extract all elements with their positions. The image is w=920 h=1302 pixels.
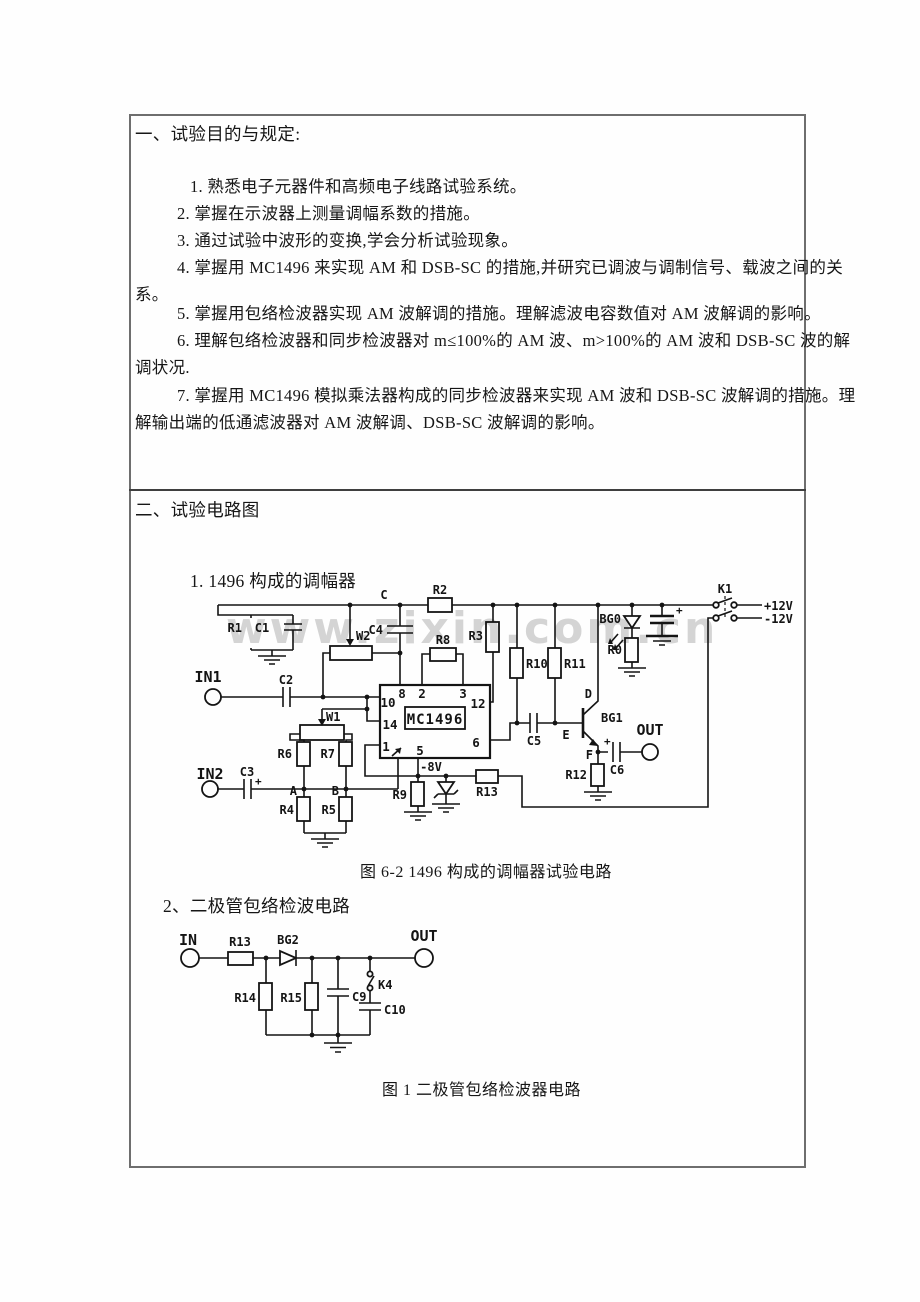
- pin14-label: 14: [382, 717, 397, 732]
- section1-title: 一、试验目的与规定:: [135, 124, 301, 144]
- circuit-diagram-envelope-detector: IN R13 BG2 OUT R14 R15 C9 K4 C10: [179, 927, 438, 1053]
- node-a-label: A: [290, 784, 298, 798]
- node-e-label: E: [562, 728, 569, 742]
- figure2-caption: 图 1 二极管包络检波器电路: [382, 1082, 582, 1099]
- bg2-label: BG2: [277, 933, 299, 947]
- r0-label: R0: [608, 643, 622, 657]
- c5-label: C5: [527, 734, 541, 748]
- out-label: OUT: [636, 721, 663, 739]
- circuit1-labels: C R2 K1 +12V -12V R1 C1 IN1 C2 W2 C4 R8 …: [194, 582, 792, 817]
- w1-label: W1: [326, 710, 340, 724]
- r11-label: R11: [564, 657, 586, 671]
- r10-label: R10: [526, 657, 548, 671]
- c4-label: C4: [369, 623, 383, 637]
- r13-label: R13: [229, 935, 251, 949]
- c9-label: C9: [352, 990, 366, 1004]
- bg1-label: BG1: [601, 711, 623, 725]
- node-f-label: F: [586, 748, 593, 762]
- in1-label: IN1: [194, 668, 221, 686]
- section2-subtitle-1: 1. 1496 构成的调幅器: [190, 571, 357, 591]
- pin6-label: 6: [472, 735, 480, 750]
- in2-label: IN2: [196, 765, 223, 783]
- c2-label: C2: [279, 673, 293, 687]
- out-label: OUT: [410, 927, 437, 945]
- r7-label: R7: [321, 747, 335, 761]
- text-line: 解输出端的低通滤波器对 AM 波解调、DSB-SC 波解调的影响。: [135, 413, 605, 432]
- r1-label: R1: [228, 621, 242, 635]
- c1-label: C1: [255, 621, 269, 635]
- node-d-label: D: [585, 687, 592, 701]
- figure1-caption: 图 6-2 1496 构成的调幅器试验电路: [360, 864, 612, 881]
- r8-label: R8: [436, 633, 450, 647]
- pin2-label: 2: [418, 686, 426, 701]
- c6-plus-label: +: [604, 735, 611, 748]
- k4-label: K4: [378, 978, 392, 992]
- cap-plus-label: +: [676, 604, 683, 617]
- text-line: 5. 掌握用包络检波器实现 AM 波解调的措施。理解滤波电容数值对 AM 波解调…: [177, 304, 821, 323]
- c10-label: C10: [384, 1003, 406, 1017]
- node-c-label: C: [380, 588, 387, 602]
- mc1496-label: MC1496: [407, 712, 464, 728]
- text-line: 4. 掌握用 MC1496 来实现 AM 和 DSB-SC 的措施,并研究已调波…: [177, 258, 844, 277]
- pin8-label: 8: [398, 686, 406, 701]
- r14-label: R14: [234, 991, 256, 1005]
- r15-label: R15: [280, 991, 302, 1005]
- table-border: [129, 114, 806, 1168]
- r5-label: R5: [322, 803, 336, 817]
- minus12v-label: -12V: [764, 612, 793, 626]
- circuit-diagram-1496-modulator: C R2 K1 +12V -12V R1 C1 IN1 C2 W2 C4 R8 …: [194, 582, 793, 848]
- r13-label: R13: [476, 785, 498, 799]
- k1-label: K1: [718, 582, 732, 596]
- bg0-label: BG0: [599, 612, 621, 626]
- in-label: IN: [179, 931, 197, 949]
- r4-label: R4: [280, 803, 294, 817]
- r3-label: R3: [469, 629, 483, 643]
- pin3-label: 3: [459, 686, 467, 701]
- text-line: 6. 理解包络检波器和同步检波器对 m≤100%的 AM 波、m>100%的 A…: [177, 331, 851, 350]
- r9-label: R9: [393, 788, 407, 802]
- pin5-label: 5: [416, 743, 424, 758]
- text-line: 调状况.: [135, 358, 190, 377]
- wires: [201, 596, 762, 848]
- text-line: 7. 掌握用 MC1496 模拟乘法器构成的同步检波器来实现 AM 波和 DSB…: [177, 386, 856, 405]
- row-divider: [129, 489, 806, 491]
- wires: [180, 948, 434, 1053]
- w2-label: W2: [356, 629, 370, 643]
- circuit2-labels: IN R13 BG2 OUT R14 R15 C9 K4 C10: [179, 927, 438, 1017]
- r2-label: R2: [433, 583, 447, 597]
- text-line: 系。: [135, 285, 169, 304]
- minus8v-label: -8V: [420, 760, 442, 774]
- section2-title: 二、试验电路图: [135, 500, 260, 520]
- pin12-label: 12: [470, 696, 485, 711]
- c3-label: C3: [240, 765, 254, 779]
- pin10-label: 10: [380, 695, 395, 710]
- node-b-label: B: [332, 784, 339, 798]
- pin1-label: 1: [382, 739, 390, 754]
- section2-subtitle-2: 2、二极管包络检波电路: [163, 896, 351, 916]
- c6-label: C6: [610, 763, 624, 777]
- r6-label: R6: [278, 747, 292, 761]
- text-line: 3. 通过试验中波形的变换,学会分析试验现象。: [177, 231, 519, 250]
- plus12v-label: +12V: [764, 599, 793, 613]
- text-line: 1. 熟悉电子元器件和高频电子线路试验系统。: [190, 177, 527, 196]
- c3-plus-label: +: [255, 775, 262, 788]
- r12-label: R12: [565, 768, 587, 782]
- text-line: 2. 掌握在示波器上测量调幅系数的措施。: [177, 204, 480, 223]
